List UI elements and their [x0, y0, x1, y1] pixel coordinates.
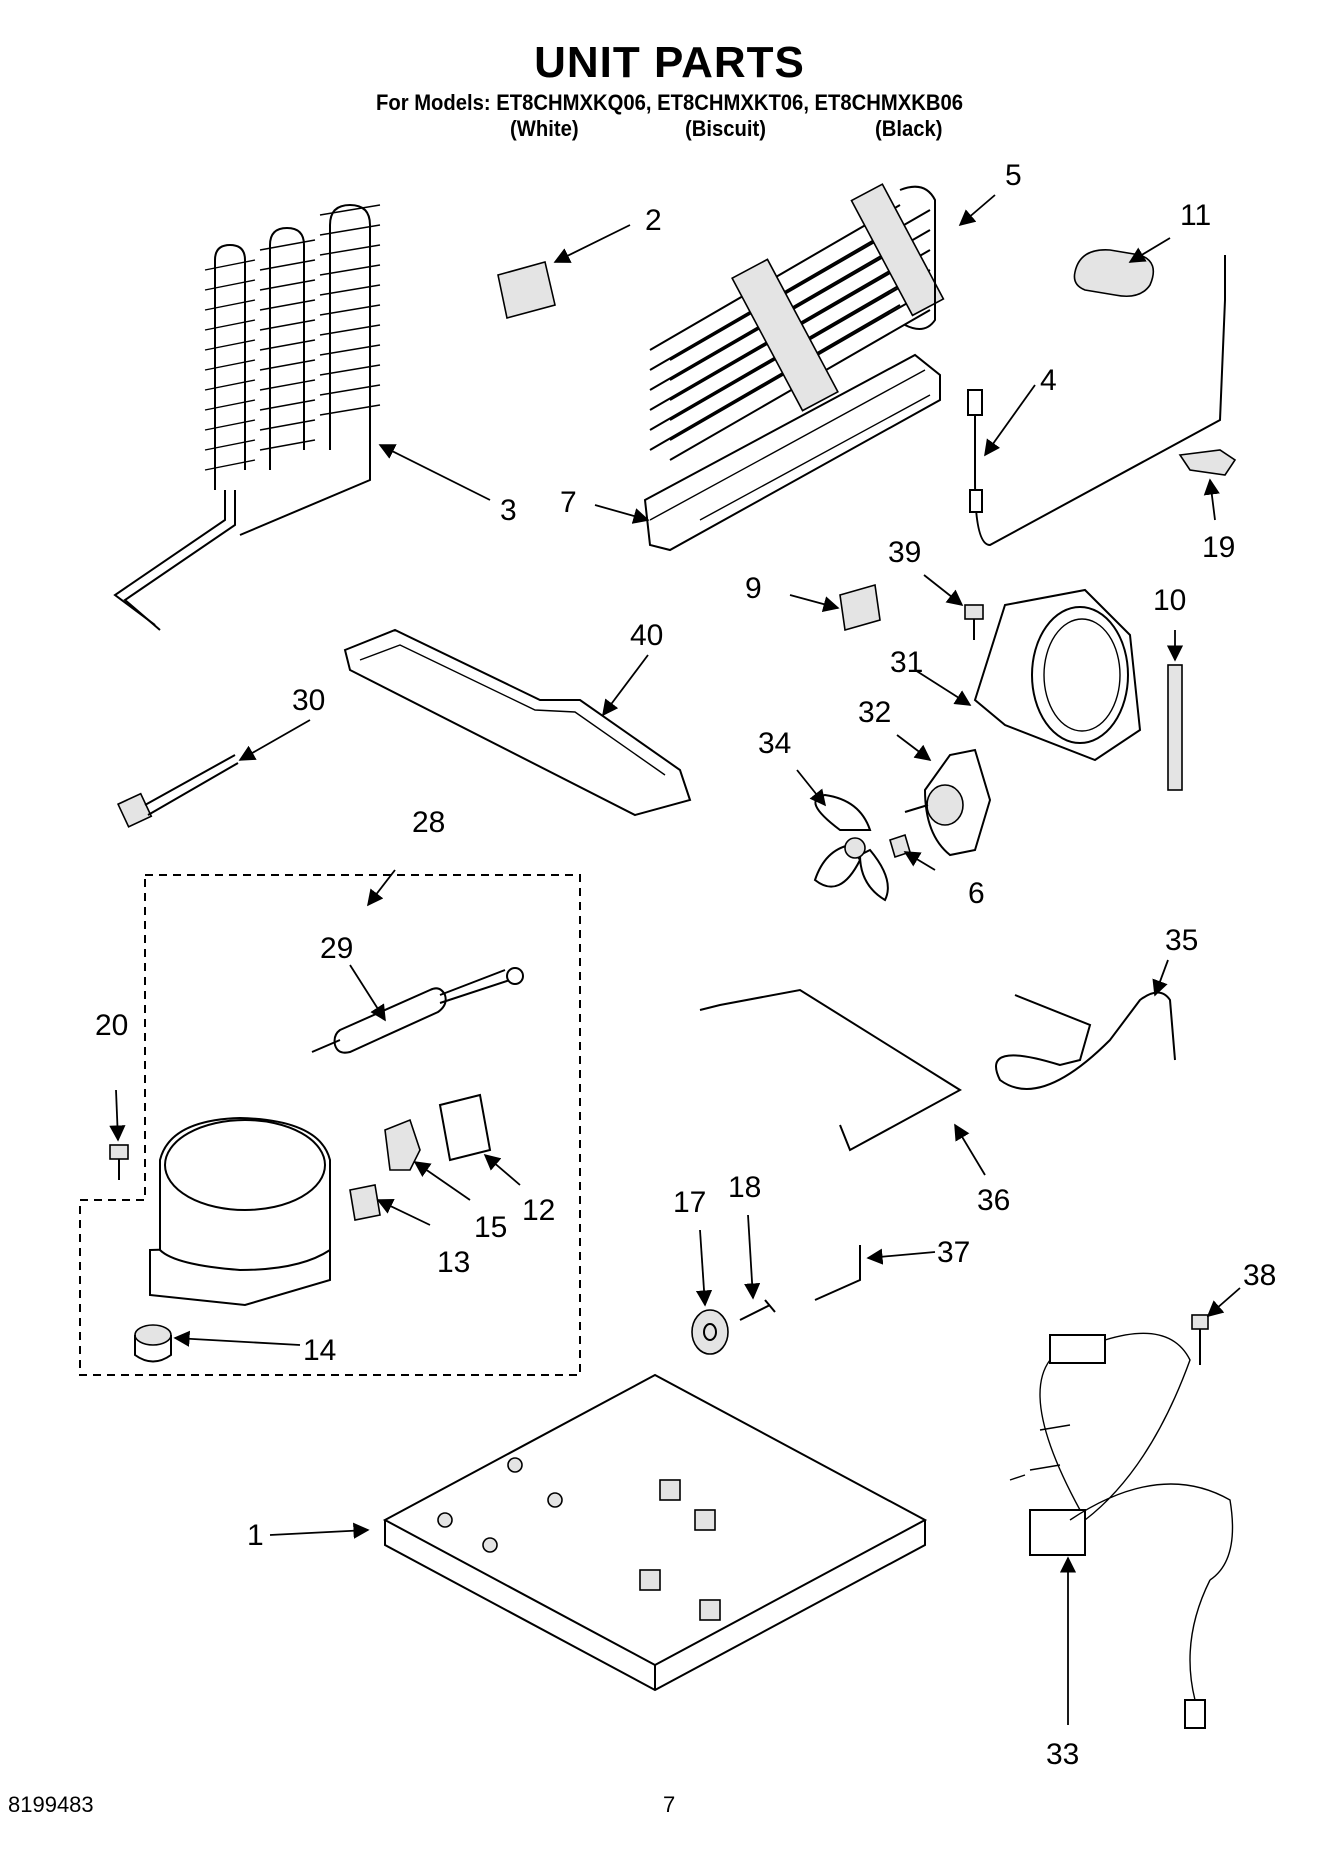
clip-part — [1178, 449, 1237, 476]
gasket-strip-part — [1167, 664, 1183, 791]
callout-20: 20 — [95, 1009, 128, 1042]
tube-part-35 — [995, 991, 1176, 1090]
callout-4: 4 — [1040, 364, 1057, 397]
callout-35: 35 — [1165, 924, 1198, 957]
callout-38: 38 — [1243, 1259, 1276, 1292]
callout-15: 15 — [474, 1211, 507, 1244]
tube-part-36 — [699, 988, 962, 1152]
color-label-white: (White) — [510, 116, 579, 141]
compressor-kit-boundary — [79, 874, 581, 1376]
relay-cover-part — [438, 1093, 492, 1162]
callout-29: 29 — [320, 932, 353, 965]
grommet-part — [134, 1324, 172, 1363]
callout-11: 11 — [1180, 199, 1211, 232]
drain-trough-part — [643, 353, 941, 552]
color-label-black: (Black) — [875, 116, 943, 141]
cap-part — [1073, 249, 1155, 298]
compressor-part — [149, 1116, 331, 1307]
callout-19: 19 — [1202, 531, 1235, 564]
callout-36: 36 — [977, 1184, 1010, 1217]
screw-part-39 — [964, 604, 984, 640]
roller-wheel-part — [691, 1309, 729, 1355]
screw-part-38 — [1191, 1314, 1209, 1365]
callout-30: 30 — [292, 684, 325, 717]
callout-37: 37 — [937, 1236, 970, 1269]
thermistor-wire-part — [967, 255, 1226, 547]
callout-28: 28 — [412, 806, 445, 839]
callout-13: 13 — [437, 1246, 470, 1279]
callout-34: 34 — [758, 727, 791, 760]
callout-32: 32 — [858, 696, 891, 729]
condenser-coil-part — [113, 203, 381, 631]
callout-9: 9 — [745, 572, 762, 605]
cable-tie-part — [116, 754, 239, 828]
bracket-part — [839, 583, 881, 632]
overload-part — [349, 1184, 381, 1221]
callout-14: 14 — [303, 1334, 336, 1367]
base-frame-part — [382, 1373, 928, 1692]
models-line: For Models: ET8CHMXKQ06, ET8CHMXKT06, ET… — [375, 90, 964, 115]
callout-33: 33 — [1046, 1738, 1079, 1771]
axle-pin-part — [739, 1299, 776, 1321]
callout-17: 17 — [673, 1186, 706, 1219]
page-number: 7 — [663, 1792, 676, 1817]
drier-part — [311, 967, 524, 1054]
callout-18: 18 — [728, 1171, 761, 1204]
document-number: 8199483 — [8, 1792, 94, 1817]
wiring-harness-part — [1009, 1332, 1234, 1729]
callout-10: 10 — [1153, 584, 1186, 617]
page-title: UNIT PARTS — [534, 38, 805, 87]
callout-40: 40 — [630, 619, 663, 652]
fan-shroud-part — [973, 588, 1142, 762]
screw-part-20 — [109, 1144, 129, 1180]
callout-1: 1 — [247, 1519, 264, 1552]
relay-part — [384, 1118, 421, 1171]
callout-39: 39 — [888, 536, 921, 569]
fan-motor-part — [904, 748, 992, 857]
color-label-biscuit: (Biscuit) — [685, 116, 766, 141]
callout-2: 2 — [645, 204, 662, 237]
leader-arrows — [109, 194, 1241, 1725]
callout-7: 7 — [560, 486, 577, 519]
callout-5: 5 — [1005, 159, 1022, 192]
callout-31: 31 — [890, 646, 923, 679]
fan-blade-part — [813, 793, 889, 902]
callout-6: 6 — [968, 877, 985, 910]
tube-part-37 — [814, 1245, 861, 1301]
evaporator-coil-part — [649, 183, 945, 461]
callout-3: 3 — [500, 494, 517, 527]
pad-part — [497, 261, 556, 319]
drain-pan-part — [343, 628, 692, 817]
callout-12: 12 — [522, 1194, 555, 1227]
